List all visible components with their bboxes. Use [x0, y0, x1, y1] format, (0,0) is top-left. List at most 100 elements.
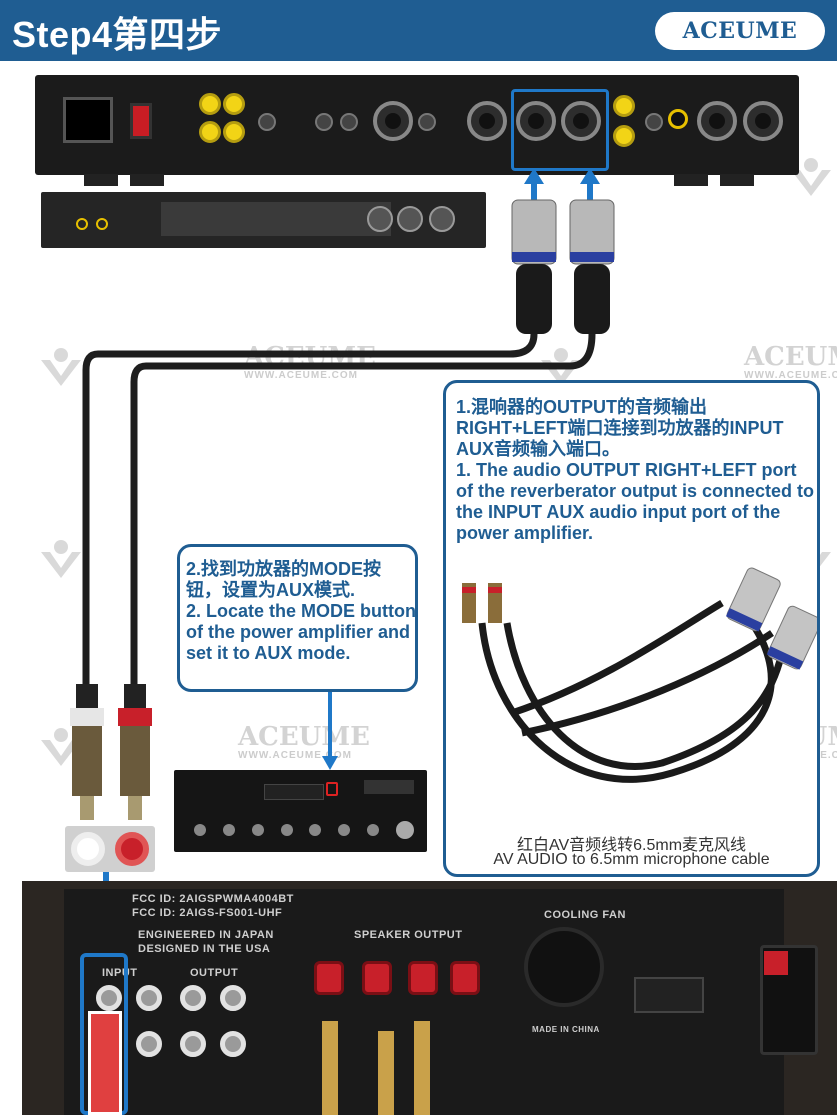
freq-knob	[340, 113, 358, 131]
watermark-figure-icon	[41, 348, 81, 386]
watermark-url: WWW.ACEUME.COM	[744, 370, 837, 381]
device-foot	[130, 174, 164, 186]
cooling-fan	[524, 927, 604, 1007]
xlr-female-plug-left	[511, 199, 557, 334]
front-mic-jack	[96, 218, 108, 230]
rca-slot	[180, 1031, 206, 1057]
mic-vol-dial	[397, 206, 423, 232]
aux1-jack	[199, 93, 221, 115]
amp-badge	[364, 780, 414, 794]
center-gain-knob	[418, 113, 436, 131]
designed-label: DESIGNED IN THE USA	[138, 943, 271, 955]
watermark: ACEUME WWW.ACEUME.COM	[238, 722, 370, 761]
engineered-label: ENGINEERED IN JAPAN	[138, 929, 274, 941]
white-rca-socket	[71, 832, 105, 866]
rca-plug-red	[118, 684, 152, 820]
power-socket	[63, 97, 113, 143]
output-highlight	[511, 89, 609, 171]
speaker-output-label: SPEAKER OUTPUT	[354, 929, 463, 941]
mode-button-highlight	[326, 782, 338, 796]
reverberator-front-panel	[41, 192, 486, 248]
watermark-brand: ACEUME	[744, 342, 837, 372]
power-switch	[130, 103, 152, 139]
rca-socket-closeup	[65, 826, 155, 872]
input-label: INPUT	[102, 967, 138, 979]
speaker-terminal	[408, 961, 438, 995]
music-vol-dial	[429, 206, 455, 232]
device-foot	[84, 174, 118, 186]
speaker-terminal	[362, 961, 392, 995]
mic2-input-xlr	[697, 101, 737, 141]
music-vol-knob	[258, 113, 276, 131]
fcc-id-1: FCC ID: 2AIGSPWMA4004BT	[132, 893, 294, 905]
amp-knob-row	[194, 820, 414, 840]
rca-slot	[136, 985, 162, 1011]
reverberator-rear-panel	[35, 75, 799, 175]
speaker-wire	[414, 1021, 430, 1115]
watermark-figure-icon	[791, 158, 831, 196]
device-foot	[674, 174, 708, 186]
watermark-url: WWW.ACEUME.COM	[244, 370, 358, 381]
cable-caption-en: AV AUDIO to 6.5mm microphone cable	[493, 851, 770, 868]
power-amplifier-front	[174, 770, 427, 852]
aux2-jack	[223, 121, 245, 143]
watermark-figure-icon	[41, 728, 81, 766]
echo-dial	[367, 206, 393, 232]
eq-fader-area	[161, 202, 391, 236]
aux2-jack	[199, 121, 221, 143]
header-bar: Step4第四步 ACEUME	[0, 0, 837, 61]
brand-logo: ACEUME	[655, 12, 825, 50]
speaker-terminal	[314, 961, 344, 995]
sub-vol-knob	[315, 113, 333, 131]
voltage-selector	[764, 951, 788, 975]
mode-callout-cn: 2.找到功放器的MODE按钮，设置为AUX模式.	[186, 559, 382, 600]
rec-out-jack	[613, 95, 635, 117]
right-output-xlr	[516, 101, 556, 141]
watermark: ACEUME WWW.ACEUME.COM	[744, 342, 837, 381]
watermark-url: WWW.ACEUME.COM	[238, 750, 352, 761]
center-output-xlr	[467, 101, 507, 141]
rca-slot	[180, 985, 206, 1011]
connected-rca-plug	[88, 1011, 122, 1115]
speaker-wire	[378, 1031, 394, 1115]
mic1-input-xlr	[743, 101, 783, 141]
watermark-brand: ACEUME	[238, 722, 370, 752]
aux-input-rca-slot	[96, 985, 122, 1011]
rca-slot	[220, 985, 246, 1011]
rca-slot	[220, 1031, 246, 1057]
xlr-female-plug-right	[569, 199, 615, 334]
mode-callout-text: 2.找到功放器的MODE按钮，设置为AUX模式. 2. Locate the M…	[186, 559, 416, 664]
speaker-wire	[322, 1021, 338, 1115]
output-callout-text: 1.混响器的OUTPUT的音频输出RIGHT+LEFT端口连接到功放器的INPU…	[456, 397, 816, 544]
amp-display	[264, 784, 324, 800]
output-callout: 1.混响器的OUTPUT的音频输出RIGHT+LEFT端口连接到功放器的INPU…	[443, 380, 820, 877]
rca-plug-white	[70, 684, 104, 820]
cooling-fan-label: COOLING FAN	[544, 909, 626, 921]
cable-caption-cn: 红白AV音频线转6.5mm麦克风线	[516, 837, 747, 854]
device-foot	[720, 174, 754, 186]
output-callout-cn: 1.混响器的OUTPUT的音频输出RIGHT+LEFT端口连接到功放器的INPU…	[456, 397, 784, 459]
speaker-terminal	[450, 961, 480, 995]
brand-logo-text: ACEUME	[682, 18, 798, 44]
mode-callout-en: 2. Locate the MODE button of the power a…	[186, 601, 417, 663]
sub-output-xlr	[373, 101, 413, 141]
watermark-figure-icon	[41, 540, 81, 578]
front-mic-jack	[76, 218, 88, 230]
step-title: Step4第四步	[12, 14, 223, 55]
mic-jack	[668, 109, 688, 129]
mic-vol-knob	[645, 113, 663, 131]
aux1-jack	[223, 93, 245, 115]
output-label: OUTPUT	[190, 967, 239, 979]
av-to-xlr-cable-image	[462, 567, 817, 783]
rca-slot	[136, 1031, 162, 1057]
red-rca-socket	[115, 832, 149, 866]
made-in-label: MADE IN CHINA	[532, 1025, 600, 1034]
left-output-xlr	[561, 101, 601, 141]
power-amplifier-rear: FCC ID: 2AIGSPWMA4004BT FCC ID: 2AIGS-FS…	[22, 881, 837, 1115]
fcc-id-2: FCC ID: 2AIGS-FS001-UHF	[132, 907, 283, 919]
rec-out-jack	[613, 125, 635, 147]
output-callout-en: 1. The audio OUTPUT RIGHT+LEFT port of t…	[456, 460, 815, 543]
mode-callout: 2.找到功放器的MODE按钮，设置为AUX模式. 2. Locate the M…	[177, 544, 418, 692]
speaker-terminal-block	[634, 977, 704, 1013]
